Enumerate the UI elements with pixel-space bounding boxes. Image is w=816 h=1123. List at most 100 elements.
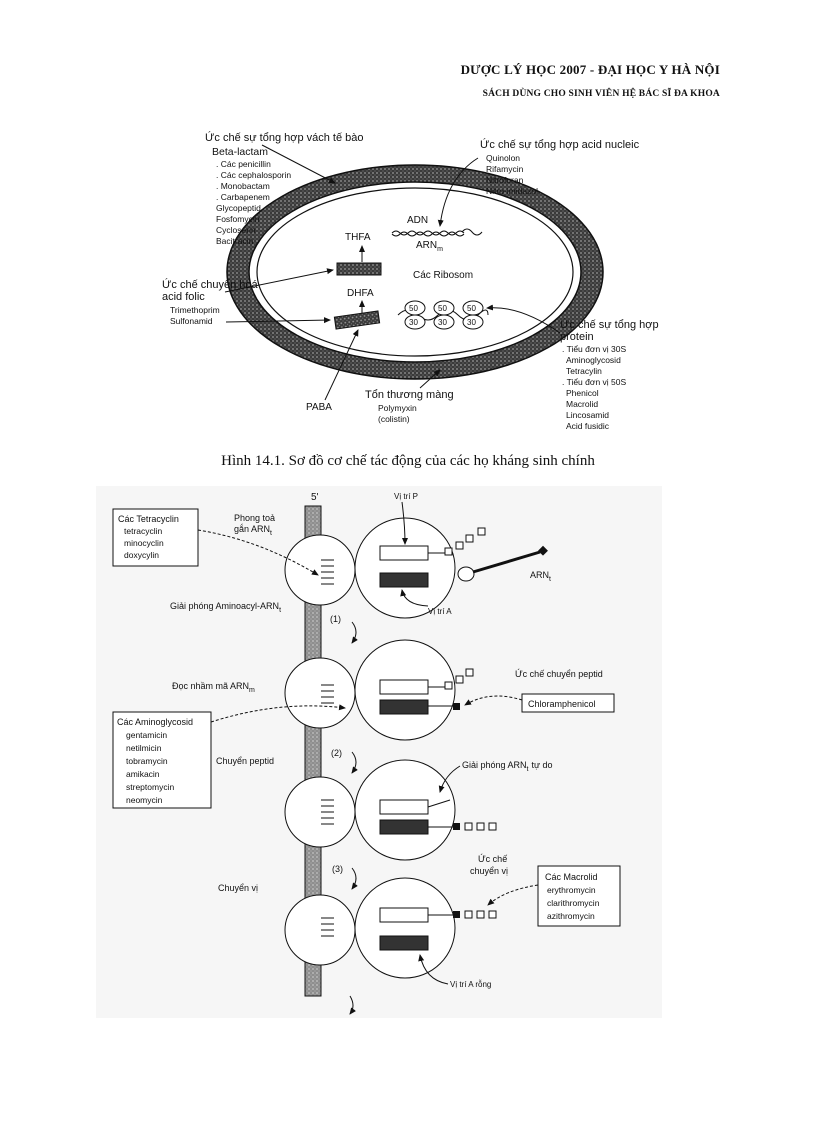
site-a-label: Vị trí A	[428, 607, 452, 616]
header-subtitle: SÁCH DÙNG CHO SINH VIÊN HỆ BÁC SĨ ĐA KHO…	[482, 89, 720, 99]
nucleic-title: Ức chế sự tổng hợp acid nucleic	[480, 138, 640, 151]
cell-wall-item: . Các penicillin	[216, 159, 271, 169]
incoming-trna	[457, 545, 548, 582]
protein-item: . Tiểu đơn vị 50S	[562, 377, 626, 387]
cell-wall-item: Cycloserin	[216, 225, 256, 235]
svg-text:azithromycin: azithromycin	[547, 911, 595, 921]
svg-text:Chloramphenicol: Chloramphenicol	[528, 699, 596, 709]
svg-text:tobramycin: tobramycin	[126, 756, 168, 766]
membrane-item: (colistin)	[378, 414, 410, 424]
rna-strand	[461, 228, 483, 236]
block-trna-label: Phong toả	[234, 513, 275, 523]
cytoplasm	[256, 187, 574, 357]
svg-text:neomycin: neomycin	[126, 795, 163, 805]
protein-item: Lincosamid	[566, 410, 609, 420]
protein-item: Aminoglycosid	[566, 355, 621, 365]
tetracyclin-box	[112, 508, 199, 567]
adn-label: ADN	[407, 215, 428, 226]
dhfa-block	[333, 310, 381, 330]
svg-text:30: 30	[438, 318, 447, 327]
protein-item: Acid fusidic	[566, 421, 610, 431]
thfa-label: THFA	[345, 232, 371, 243]
ribosome-state-2	[284, 639, 474, 741]
macrolid-box	[537, 865, 621, 927]
arn-label: ARNm	[416, 240, 443, 253]
nucleic-item: Quinolon	[486, 153, 520, 163]
svg-text:minocyclin: minocyclin	[124, 538, 164, 548]
translocation-label: Chuyển vị	[218, 883, 258, 893]
protein-item: Tetracylin	[566, 366, 602, 376]
cell-wall-item: . Monobactam	[216, 181, 270, 191]
protein-item: Phenicol	[566, 388, 599, 398]
trna-label: ARNt	[530, 570, 551, 583]
step-2-label: (2)	[331, 748, 342, 758]
cell-wall-title: Ức chế sự tổng hợp vách tế bào	[205, 131, 364, 144]
ribosome: 50 30	[404, 300, 426, 330]
step-3-label: (3)	[332, 864, 343, 874]
cell-wall-item: . Carbapenem	[216, 192, 270, 202]
figure2-background	[96, 486, 662, 1018]
ribosome: 50 30	[433, 300, 455, 330]
protein-title: Ức chế sự tổng hợp	[560, 318, 659, 331]
cell-wall-item: . Các cephalosporin	[216, 170, 291, 180]
block-trna-label2: gắn ARNt	[234, 524, 272, 537]
protein-title2: protein	[560, 331, 594, 343]
inhibit-peptide-label: Ức chế chuyển peptid	[515, 669, 603, 679]
nucleic-item: Nitrofuran	[486, 175, 524, 185]
site-p-label: Vị trí P	[394, 492, 418, 501]
svg-text:50: 50	[467, 304, 476, 313]
ribosome-state-1	[284, 517, 486, 619]
svg-text:Các Tetracyclin: Các Tetracyclin	[118, 514, 179, 524]
figure-caption: Hình 14.1. Sơ đồ cơ chế tác động của các…	[221, 453, 595, 469]
svg-text:30: 30	[409, 318, 418, 327]
mrna-strand	[304, 505, 322, 997]
membrane-item: Polymyxin	[378, 403, 417, 413]
folic-item: Sulfonamid	[170, 316, 213, 326]
transpeptid-label: Chuyển peptid	[216, 756, 274, 766]
svg-text:netilmicin: netilmicin	[126, 743, 162, 753]
svg-text:gentamicin: gentamicin	[126, 730, 167, 740]
svg-text:erythromycin: erythromycin	[547, 885, 596, 895]
ribosomes-label: Các Ribosom	[413, 270, 473, 281]
nucleic-item: Nitro-imidazol	[486, 186, 538, 196]
folic-title2: acid folic	[162, 291, 205, 303]
ribosome-state-4	[284, 877, 497, 979]
cell-wall-group: Beta-lactam	[212, 146, 268, 158]
svg-text:30: 30	[467, 318, 476, 327]
svg-text:50: 50	[438, 304, 447, 313]
inhibit-transloc-label2: chuyển vị	[470, 866, 508, 876]
dhfa-label: DHFA	[347, 288, 374, 299]
codon-ticks	[321, 559, 334, 937]
inhibit-transloc-label: Ức chế	[478, 854, 507, 864]
thfa-block	[336, 262, 382, 276]
folic-title: Ức chế chuyển hoá	[162, 278, 259, 291]
protein-item: . Tiểu đơn vị 30S	[562, 344, 626, 354]
cell-wall-item: Fosfomycin	[216, 214, 260, 224]
paba-label: PABA	[306, 402, 332, 413]
misread-label: Đọc nhầm mã ARNm	[172, 681, 255, 694]
aminoglycosid-box	[112, 711, 212, 809]
figure-antibiotic-mechanisms: Ức chế sự tổng hợp vách tế bào Beta-lact…	[162, 131, 659, 431]
folic-item: Trimethoprim	[170, 305, 220, 315]
empty-site-a-label: Vị trí A rỗng	[450, 980, 491, 989]
ribosome-state-3	[284, 759, 497, 861]
svg-text:doxycylin: doxycylin	[124, 550, 159, 560]
header-title: DƯỢC LÝ HỌC 2007 - ĐẠI HỌC Y HÀ NỘI	[460, 62, 720, 77]
membrane-title: Tổn thương màng	[365, 389, 454, 401]
chloramphenicol-box	[521, 693, 615, 713]
svg-text:Các Aminoglycosid: Các Aminoglycosid	[117, 717, 193, 727]
step-1-label: (1)	[330, 614, 341, 624]
ribosome: 50 30	[462, 300, 484, 330]
cell-wall-item: Bacitracin	[216, 236, 254, 246]
five-prime-label: 5'	[311, 492, 319, 503]
svg-text:amikacin: amikacin	[126, 769, 160, 779]
svg-text:50: 50	[409, 304, 418, 313]
protein-item: Macrolid	[566, 399, 598, 409]
dna-strand	[391, 230, 465, 236]
nucleic-item: Rifamycin	[486, 164, 524, 174]
release-aminoacyl-label: Giải phóng Aminoacyl-ARNt	[170, 601, 281, 614]
svg-text:tetracyclin: tetracyclin	[124, 526, 163, 536]
svg-text:streptomycin: streptomycin	[126, 782, 174, 792]
svg-text:Các Macrolid: Các Macrolid	[545, 872, 598, 882]
